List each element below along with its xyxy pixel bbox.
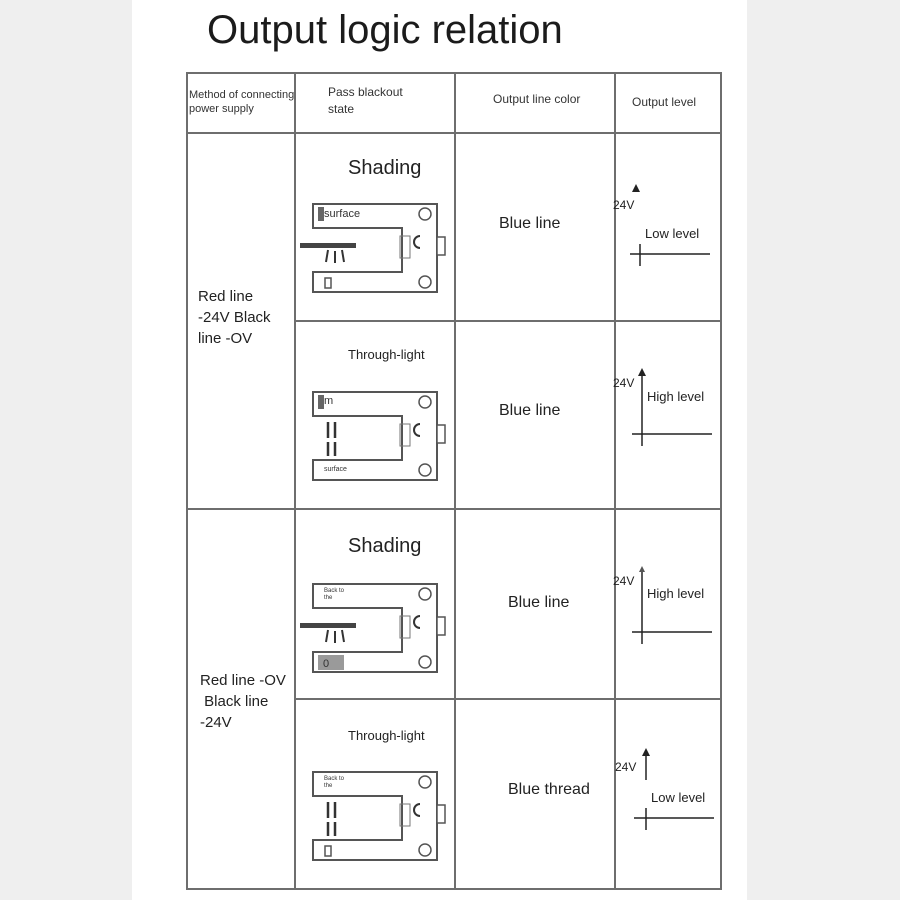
row3-output-color: Blue line <box>508 594 570 611</box>
row4-level-cell <box>614 698 722 890</box>
group2-method-line3: -24V <box>200 714 232 731</box>
header-method-line2: power supply <box>189 103 254 115</box>
row2-sensor-label: m <box>324 395 334 407</box>
row2-voltage: 24V <box>613 376 635 390</box>
header-state-cell <box>294 72 456 134</box>
header-output-level: Output level <box>632 95 697 109</box>
row4-level: Low level <box>651 790 706 805</box>
row2-sensor-diagram <box>312 391 446 481</box>
row4-sensor-diagram <box>312 771 446 861</box>
row3-voltage: 24V <box>613 574 635 588</box>
group1-method-line1: Red line <box>198 288 254 305</box>
row3-sensor-label: Back to the <box>324 588 345 601</box>
document-sheet <box>132 0 747 900</box>
row2-sensor-label-bottom: surface <box>324 466 347 473</box>
header-state-line2: state <box>328 102 355 116</box>
row1-output-color: Blue line <box>499 215 561 232</box>
header-method-line1: Method of connecting <box>189 89 295 101</box>
row4-state-label: Through-light <box>348 728 425 743</box>
row1-low-level-waveform <box>630 184 710 266</box>
header-output-color: Output line color <box>493 92 581 106</box>
page-title: Output logic relation <box>207 8 563 52</box>
row4-sensor-label: Back to the <box>324 776 345 789</box>
group2-method-line2: Black line <box>200 693 269 710</box>
group1-method-line2: -24V Black <box>198 309 271 326</box>
row3-sensor-label-bottom: 0 <box>323 658 330 670</box>
header-state-line1: Pass blackout <box>328 85 403 99</box>
row2-state-label: Through-light <box>348 347 425 362</box>
row2-level: High level <box>647 389 705 404</box>
row3-level: High level <box>647 586 705 601</box>
row2-high-level-waveform <box>632 368 712 446</box>
group2-method-line1: Red line -OV <box>200 672 286 689</box>
row1-sensor-diagram <box>300 203 446 293</box>
row3-sensor-diagram <box>300 583 446 673</box>
row1-level: Low level <box>645 226 700 241</box>
row2-output-color: Blue line <box>499 402 561 419</box>
row4-voltage: 24V <box>615 760 637 774</box>
row1-state-label: Shading <box>348 157 422 179</box>
group1-method-line3: line -OV <box>198 330 253 347</box>
row3-high-level-waveform <box>632 566 712 644</box>
row1-voltage: 24V <box>613 198 635 212</box>
row4-output-color: Blue thread <box>508 781 590 798</box>
row3-state-label: Shading <box>348 535 422 557</box>
row4-low-level-waveform <box>634 748 714 830</box>
row1-sensor-label: surface <box>324 208 361 220</box>
